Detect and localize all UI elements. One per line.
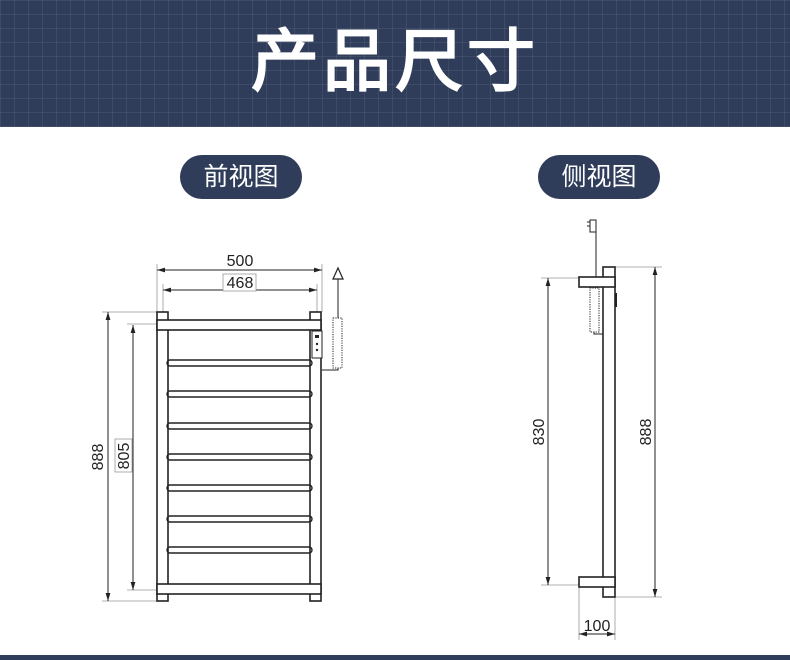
dim-width-inner: 468 [227, 275, 254, 292]
header-banner: 产品尺寸 [0, 0, 790, 127]
plug-icon [332, 266, 344, 280]
dim-total-height: 888 [638, 419, 655, 446]
page-title: 产品尺寸 [250, 23, 539, 102]
dim-depth: 100 [584, 618, 611, 635]
dim-width-outer: 500 [227, 253, 254, 270]
dim-height-inner: 805 [116, 443, 133, 470]
side-dimension-labels: 830 888 100 [531, 419, 655, 635]
side-view-label: 侧视图 [538, 155, 660, 199]
dim-mount-height: 830 [531, 419, 548, 446]
front-view-drawing [102, 264, 344, 602]
front-view-label: 前视图 [180, 155, 302, 199]
side-view-drawing [541, 219, 662, 640]
bottom-bar [0, 655, 790, 660]
front-dimension-labels: 500 468 888 805 [90, 253, 257, 473]
dim-height-outer: 888 [90, 444, 107, 471]
side-plug-icon [587, 219, 597, 233]
